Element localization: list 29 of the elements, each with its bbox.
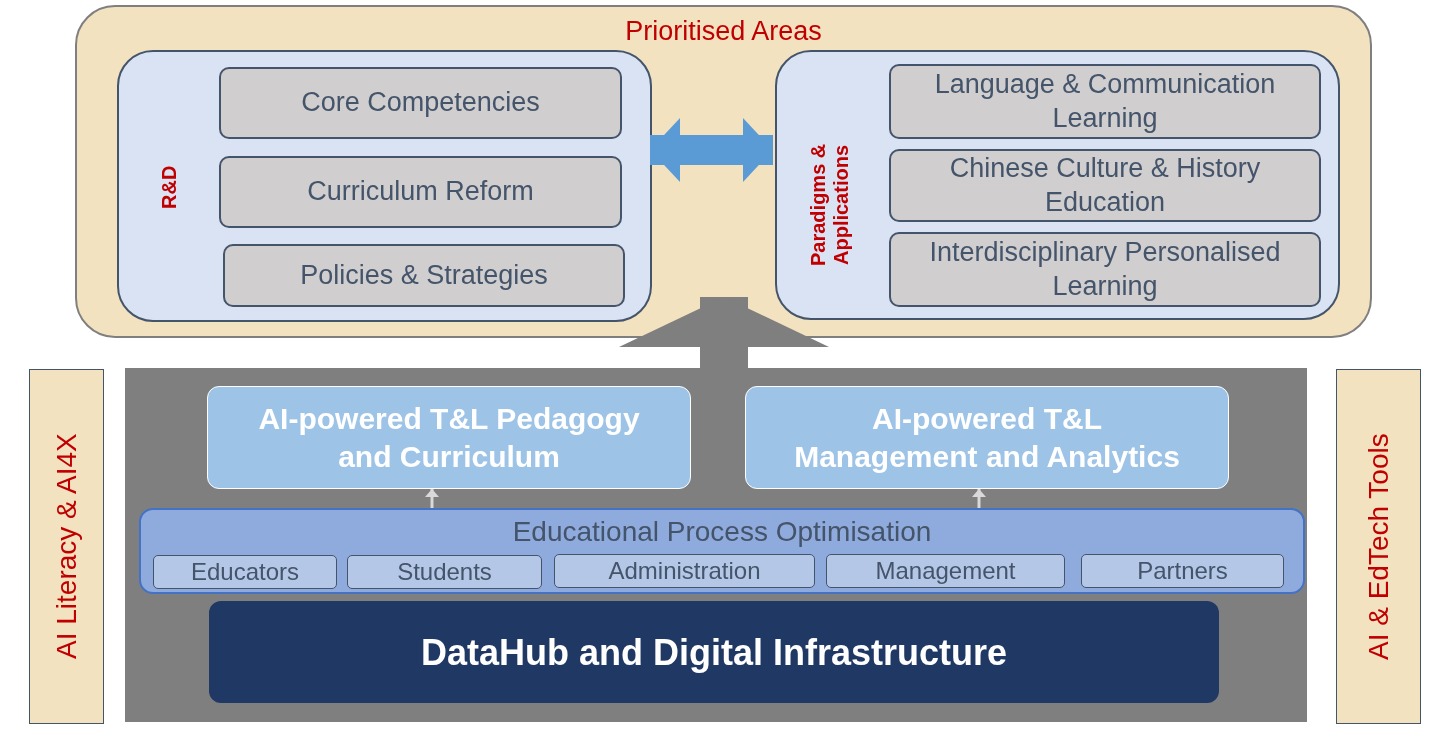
platform-block <box>125 368 1307 722</box>
topic-box: Policies & Strategies <box>223 244 625 307</box>
stakeholder-box: Administration <box>554 554 815 588</box>
topic-box: Interdisciplinary Personalised Learning <box>889 232 1321 307</box>
group-panel <box>117 50 652 322</box>
layer-box: AI-powered T&L Pedagogy and Curriculum <box>207 386 691 489</box>
group-panel <box>75 5 1372 338</box>
stakeholder-box: Educators <box>153 555 337 589</box>
arrow <box>972 489 986 508</box>
group-title: Prioritised Areas <box>624 15 823 48</box>
side-band: AI & EdTech Tools <box>1336 369 1421 724</box>
stakeholder-box: Partners <box>1081 554 1284 588</box>
arrow <box>619 297 829 368</box>
infrastructure-box: DataHub and Digital Infrastructure <box>209 601 1219 703</box>
stakeholder-box: Management <box>826 554 1065 588</box>
stakeholder-box: Students <box>347 555 542 589</box>
group-title: Paradigms & Applications <box>807 142 853 268</box>
layer-title: Educational Process Optimisation <box>511 515 933 549</box>
arrow <box>425 489 439 508</box>
topic-box: Core Competencies <box>219 67 622 139</box>
layer-panel <box>139 508 1305 594</box>
group-title: R&D <box>157 164 181 211</box>
layer-box: AI-powered T&L Management and Analytics <box>745 386 1229 489</box>
arrow <box>650 118 773 182</box>
topic-box: Chinese Culture & History Education <box>889 149 1321 222</box>
topic-box: Curriculum Reform <box>219 156 622 228</box>
group-panel <box>775 50 1340 320</box>
topic-box: Language & Communication Learning <box>889 64 1321 139</box>
side-band: AI Literacy & AI4X <box>29 369 104 724</box>
